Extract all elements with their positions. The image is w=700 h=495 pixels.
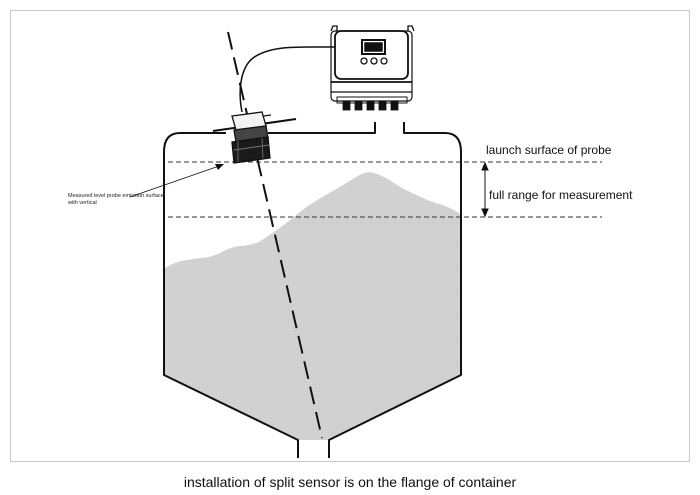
transmitter-box-icon <box>330 25 415 111</box>
diagram-frame <box>10 10 690 462</box>
beam-axis-line <box>227 31 323 439</box>
probe-note-label: Measured level probe emission surface wi… <box>68 193 164 206</box>
material-fill <box>165 172 460 441</box>
note-pointer-line <box>129 164 223 198</box>
probe-sensor-icon <box>212 111 297 164</box>
range-arrow-icon <box>481 161 489 218</box>
container-outline <box>163 122 462 458</box>
diagram-caption: installation of split sensor is on the f… <box>183 474 517 490</box>
full-range-label: full range for measurement <box>489 188 633 202</box>
launch-surface-label: launch surface of probe <box>486 143 612 157</box>
sensor-cable <box>239 46 335 113</box>
note-arrowhead <box>215 164 224 170</box>
